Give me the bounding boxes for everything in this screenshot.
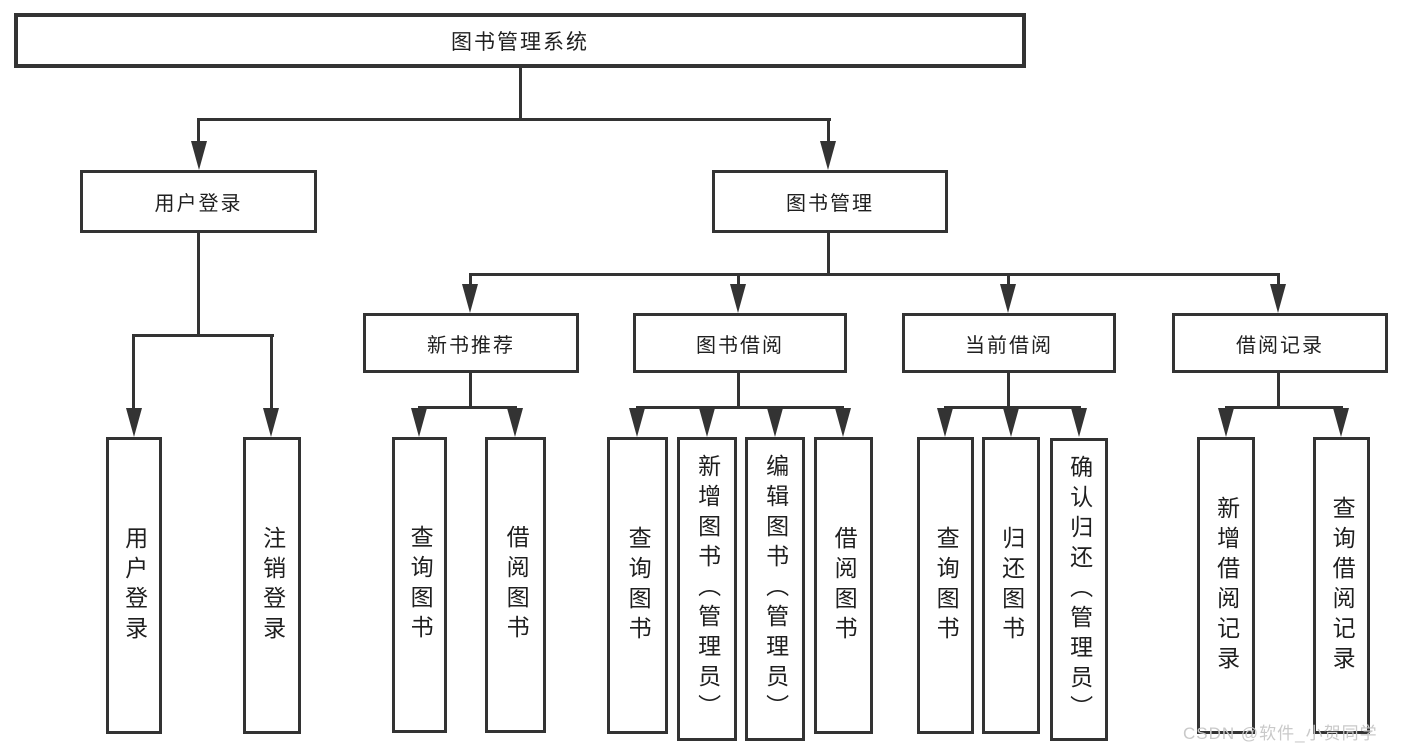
leaf-label: 查询图书 [625,525,652,646]
leaf-label: 借阅图书 [831,525,858,646]
arrow-down-icon [411,408,427,437]
leaf-return-book: 归还图书 [982,437,1040,734]
connector-level3-rail [469,273,1280,276]
node-book-management: 图书管理 [712,170,948,233]
leaf-edit-book-admin: 编辑图书（管理员） [745,437,805,741]
node-user-login: 用户登录 [80,170,317,233]
watermark-text: CSDN @软件_小贺同学 [1183,724,1378,743]
arrow-down-icon [126,408,142,437]
connector-level1-rail [197,118,831,121]
connector-stub [469,273,472,287]
leaf-label: 新增借阅记录 [1213,495,1240,676]
connector-stub [197,118,200,144]
connector-stub [1277,273,1280,287]
leaf-label: 编辑图书（管理员） [762,454,789,724]
arrow-down-icon [1218,408,1234,437]
leaf-logout: 注销登录 [243,437,301,734]
leaf-label: 借阅图书 [503,525,530,645]
connector-rail [944,406,1081,409]
leaf-label: 确认归还（管理员） [1066,454,1093,725]
arrow-down-icon [835,408,851,437]
node-label: 用户登录 [154,193,243,215]
arrow-down-icon [191,141,207,170]
leaf-user-login: 用户登录 [106,437,162,734]
leaf-query-books-borrowing: 查询图书 [607,437,668,734]
connector-stem [737,373,740,409]
arrow-down-icon [820,141,836,170]
leaf-query-borrow-record: 查询借阅记录 [1313,437,1370,734]
connector-stem [1277,373,1280,409]
leaf-query-books-recommend: 查询图书 [392,437,447,733]
connector-book-mgmt-stem [827,233,830,276]
connector-stem [1007,373,1010,409]
arrow-down-icon [1003,408,1019,437]
node-label: 图书管理系统 [451,30,589,54]
connector-stub [827,118,830,144]
leaf-label: 查询借阅记录 [1329,495,1356,676]
leaf-label: 用户登录 [121,525,148,646]
leaf-label: 查询图书 [407,525,434,645]
node-book-borrowing: 图书借阅 [633,313,847,373]
leaf-label: 注销登录 [259,525,286,646]
leaf-borrow-books-recommend: 借阅图书 [485,437,546,733]
connector-stub [132,334,135,411]
connector-root-stem [519,66,522,120]
connector-stub [737,273,740,287]
leaf-label: 查询图书 [933,525,960,646]
arrow-down-icon [507,408,523,437]
connector-user-login-rail [132,334,274,337]
node-label: 图书借阅 [696,334,784,357]
arrow-down-icon [937,408,953,437]
connector-rail [1225,406,1343,409]
arrow-down-icon [1270,284,1286,313]
node-borrowing-records: 借阅记录 [1172,313,1388,373]
node-label: 新书推荐 [427,334,515,357]
node-label: 图书管理 [786,193,874,215]
arrow-down-icon [699,408,715,437]
connector-user-login-stem [197,233,200,336]
connector-stem [469,373,472,409]
arrow-down-icon [1333,408,1349,437]
leaf-query-books-current: 查询图书 [917,437,974,734]
node-current-borrowing: 当前借阅 [902,313,1116,373]
arrow-down-icon [629,408,645,437]
leaf-add-borrow-record: 新增借阅记录 [1197,437,1255,734]
arrow-down-icon [767,408,783,437]
node-new-book-recommend: 新书推荐 [363,313,579,373]
node-library-management-system: 图书管理系统 [14,13,1026,68]
connector-rail [418,406,517,409]
arrow-down-icon [1071,408,1087,437]
node-label: 当前借阅 [965,334,1053,357]
connector-stub [1007,273,1010,287]
leaf-label: 归还图书 [998,525,1025,646]
arrow-down-icon [462,284,478,313]
arrow-down-icon [730,284,746,313]
leaf-confirm-return-admin: 确认归还（管理员） [1050,438,1108,741]
leaf-add-book-admin: 新增图书（管理员） [677,437,737,741]
arrow-down-icon [263,408,279,437]
connector-rail [636,406,844,409]
arrow-down-icon [1000,284,1016,313]
leaf-label: 新增图书（管理员） [694,454,721,724]
connector-stub [270,334,273,411]
node-label: 借阅记录 [1236,334,1324,357]
leaf-borrow-books-borrowing: 借阅图书 [814,437,873,734]
